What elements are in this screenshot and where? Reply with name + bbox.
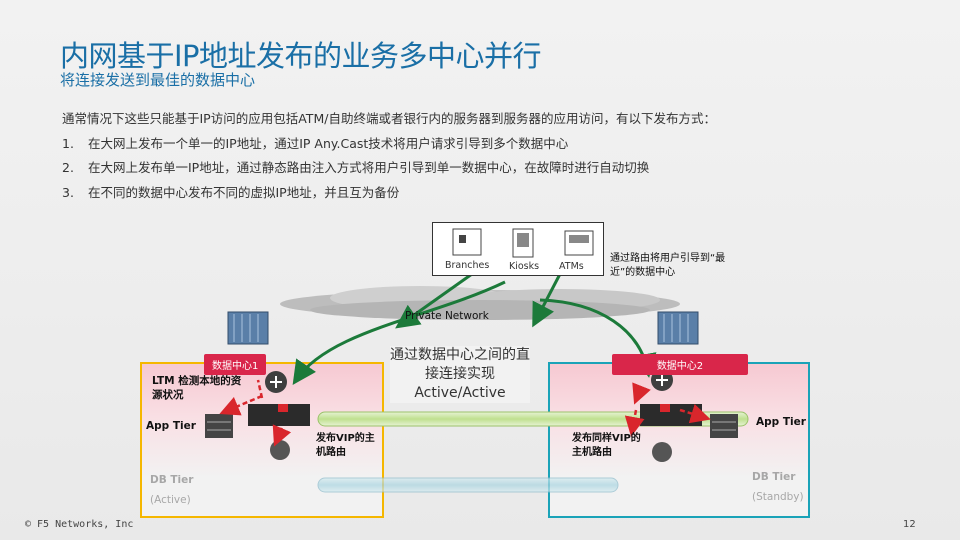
list-item: 3. 在不同的数据中心发布不同的虚拟IP地址，并且互为备份 (62, 182, 399, 201)
list-number: 3. (62, 185, 74, 200)
list-text: 在不同的数据中心发布不同的虚拟IP地址，并且互为备份 (88, 185, 400, 200)
router-icon (265, 371, 287, 393)
endpoint-icons (452, 228, 594, 258)
app-tier-label: App Tier (756, 416, 806, 428)
server-rack-icon (657, 311, 699, 345)
app-tier-label: App Tier (146, 420, 196, 432)
list-number: 1. (62, 136, 74, 151)
endpoint-label: ATMs (559, 261, 584, 272)
db-tier-label: DB Tier (150, 474, 194, 486)
db-state-label: (Active) (150, 494, 191, 506)
private-network-cloud (280, 286, 680, 320)
page-number: 12 (903, 519, 916, 530)
slide-subtitle: 将连接发送到最佳的数据中心 (60, 71, 256, 89)
list-item: 1. 在大网上发布一个单一的IP地址，通过IP Any.Cast技术将用户请求引导… (62, 133, 568, 152)
routing-callout: 通过路由将用户引导到“最近”的数据中心 (610, 253, 726, 278)
sync-icon (652, 442, 672, 462)
slide-title: 内网基于IP地址发布的业务多中心并行 (60, 39, 542, 73)
db-state-label: (Standby) (752, 491, 804, 503)
app-server-icon (205, 414, 233, 438)
private-network-label: Private Network (405, 310, 489, 322)
datacenter-1-label: 数据中心1 (204, 354, 267, 375)
endpoint-label: Kiosks (509, 261, 540, 272)
vip-note: 发布VIP的主机路由 (316, 433, 375, 458)
vip-note: 发布同样VIP的主机路由 (572, 433, 641, 458)
copyright: © F5 Networks, Inc (25, 519, 134, 530)
endpoint-label: Branches (445, 260, 490, 271)
ltm-appliance-icon (640, 404, 702, 426)
active-active-note: 通过数据中心之间的直接连接实现Active/Active (390, 346, 530, 403)
endpoints-box: Branches Kiosks ATMs (432, 222, 604, 276)
sync-icon (270, 440, 290, 460)
list-text: 在大网上发布一个单一的IP地址，通过IP Any.Cast技术将用户请求引导到多… (88, 136, 569, 151)
datacenter-2-label: 数据中心2 (612, 354, 748, 375)
server-rack-icon (227, 311, 269, 345)
list-text: 在大网上发布单一IP地址，通过静态路由注入方式将用户引导到单一数据中心，在故障时… (88, 160, 650, 175)
db-tier-label: DB Tier (752, 471, 796, 483)
ltm-appliance-icon (248, 404, 310, 426)
list-number: 2. (62, 160, 74, 175)
list-item: 2. 在大网上发布单一IP地址，通过静态路由注入方式将用户引导到单一数据中心，在故… (62, 157, 649, 176)
ltm-note: LTM 检测本地的资源状况 (152, 375, 242, 401)
intro-text: 通常情况下这些只能基于IP访问的应用包括ATM/自助终端或者银行内的服务器到服务… (62, 111, 716, 126)
app-server-icon (710, 414, 738, 438)
